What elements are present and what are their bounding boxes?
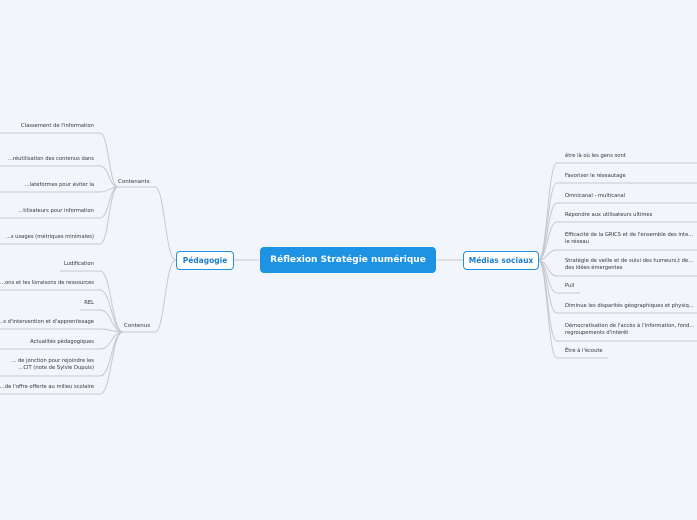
leaf-node[interactable]: Omnicanal - multicanal [565,193,626,199]
leaf-node[interactable]: Diminue les disparités géographiques et … [565,303,694,309]
subtopic-contenus[interactable]: Contenus [124,323,151,329]
leaf-connector [537,259,608,359]
leaf-connector [0,289,124,333]
leaf-node[interactable]: ...tilisateurs pour information [18,208,94,214]
leaf-node[interactable]: ...de l'offre offerte au milieu scolaire [0,384,94,390]
leaf-node[interactable]: Efficacité de la GRICS et de l'ensemble … [565,232,694,245]
leaf-node[interactable]: Actualités pédagogiques [30,339,94,345]
central-topic[interactable]: Réflexion Stratégie numérique [260,247,436,273]
leaf-connector [0,186,119,193]
leaf-connector [80,309,124,333]
leaf-node[interactable]: Démocratisation de l'accès à l'informati… [565,323,695,336]
leaf-node[interactable]: Favoriser le réseautage [565,173,626,179]
leaf-connector [0,165,119,188]
leaf-connector [0,186,119,245]
leaf-node[interactable]: Ludification [63,261,94,267]
leaf-connector [537,221,697,261]
leaf-connector [0,331,124,395]
leaf-node[interactable]: Classement de l'information [21,123,94,129]
leaf-node[interactable]: ...réutilisation des contenus dans [7,156,94,162]
leaf-node[interactable]: ...lateformes pour éviter la [24,182,94,188]
leaf-node[interactable]: ...s d'intervention et d'apprentissage [0,319,94,325]
topic-pedagogie[interactable]: Pédagogie [176,251,234,270]
leaf-node[interactable]: ... de jonction pour rejoindre les ...CI… [11,358,94,371]
leaf-node[interactable]: Stratégie de veille et de suivi des hume… [565,258,694,271]
leaf-connector [537,162,697,261]
leaf-node[interactable]: Être à l'écoute [565,348,603,354]
leaf-connector [60,270,124,333]
leaf-connector [0,331,124,350]
leaf-node[interactable]: ...s usages (métriques minimales) [5,234,94,240]
leaf-connector [537,259,697,314]
leaf-node[interactable]: REL [84,300,94,306]
leaf-node[interactable]: ...ons et les livraisons de ressources [0,280,94,286]
leaf-node[interactable]: Répondre aux utilisateurs ultimes [565,212,653,218]
subtopic-contenants[interactable]: Contenants [118,179,150,185]
leaf-connector [0,132,119,188]
leaf-connector [0,328,124,333]
leaf-connector [537,182,697,261]
topic-medias-sociaux[interactable]: Médias sociaux [463,251,539,270]
leaf-node[interactable]: être là où les gens sont [565,153,626,159]
leaf-connector [537,249,697,261]
leaf-node[interactable]: Pull [565,283,575,289]
